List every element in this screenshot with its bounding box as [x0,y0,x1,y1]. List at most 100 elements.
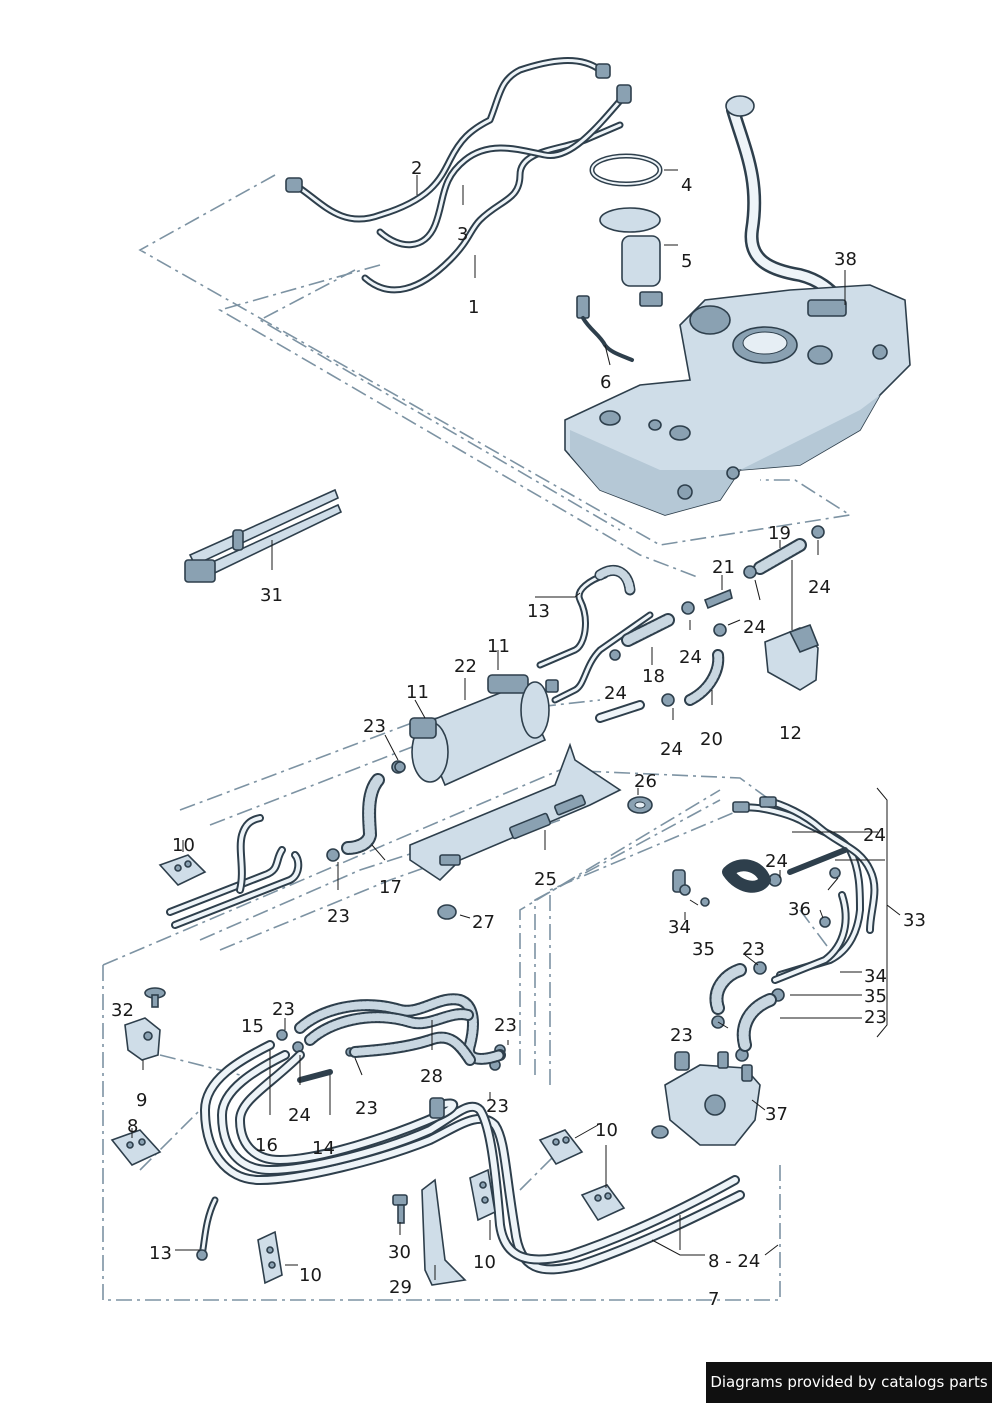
hose-18 [621,613,675,647]
vent-connector-icon [285,177,303,193]
vent-connector-icon [595,63,611,79]
label-30: 30 [388,1242,411,1263]
label-20: 20 [700,729,723,750]
label-7: 7 [708,1289,719,1310]
line-clip-10-lower [257,1129,626,1285]
label-17: 17 [379,877,402,898]
label-24-c: 24 [743,617,766,638]
label-24-a: 24 [604,683,627,704]
label-37: 37 [765,1104,788,1125]
screw-36 [819,867,841,928]
label-29: 29 [389,1277,412,1298]
label-23-f: 23 [272,999,295,1020]
label-23-b: 23 [327,906,350,927]
vent-connector-icon [616,84,632,104]
label-5: 5 [681,251,692,272]
label-10-c: 10 [473,1252,496,1273]
label-6: 6 [600,372,611,393]
label-24-b: 24 [679,647,702,668]
label-13-bottom: 13 [149,1243,172,1264]
label-11-left: 11 [406,682,429,703]
heat-shield [409,742,622,882]
label-23-e: 23 [670,1025,693,1046]
bolt-32 [144,987,166,1008]
label-15: 15 [241,1016,264,1037]
label-24-d: 24 [808,577,831,598]
label-8: 8 [127,1116,138,1137]
label-23-g: 23 [494,1015,517,1036]
hose-17 [341,773,385,855]
label-35-b: 35 [864,986,887,1007]
label-26: 26 [634,771,657,792]
label-28: 28 [420,1066,443,1087]
high-pressure-pump [651,1051,761,1146]
hose-20 [684,649,725,706]
bracket-9 [124,1017,161,1061]
hose-set-28 [294,993,506,1066]
label-2: 2 [411,158,422,179]
label-13-top: 13 [527,601,550,622]
assembly-boundary-lines [102,174,853,1301]
label-10-d: 10 [299,1265,322,1286]
nut-27 [437,904,457,920]
bracket-29 [421,1178,467,1286]
label-31: 31 [260,585,283,606]
sender-34 [672,869,691,896]
label-23-c: 23 [742,939,765,960]
attribution-footer: Diagrams provided by catalogs parts [706,1362,992,1403]
fuel-tank [564,95,911,516]
label-25: 25 [534,869,557,890]
engine-lines-33 [732,796,879,984]
hose-24-right [722,859,771,893]
label-23-d: 23 [864,1007,887,1028]
filter-line-13 [536,565,654,704]
label-18: 18 [642,666,665,687]
label-32: 32 [111,1000,134,1021]
label-38: 38 [834,249,857,270]
label-33: 33 [903,910,926,931]
label-35-a: 35 [692,939,715,960]
part-labels: 1 2 3 4 5 6 38 31 13 11 22 11 23 18 24 2… [111,158,926,1310]
line-clip-10 [158,854,207,886]
hose-24-short [595,700,645,723]
label-24-g: 24 [765,851,788,872]
label-19: 19 [768,523,791,544]
label-9: 9 [136,1090,147,1111]
label-22: 22 [454,656,477,677]
label-10-b: 10 [595,1120,618,1141]
vent-line-3 [376,91,629,249]
grommet-26 [627,796,653,814]
hoses-23-right [709,963,777,1052]
label-3: 3 [457,224,468,245]
label-24-h: 24 [288,1105,311,1126]
wiring-harness-6 [576,295,634,362]
label-24-f: 24 [863,825,886,846]
fuel-lines-lower [196,1040,745,1275]
fuel-sender-unit [599,207,663,307]
label-4: 4 [681,175,692,196]
label-11-right: 11 [487,636,510,657]
damper-12 [764,623,820,691]
label-27: 27 [472,912,495,933]
locking-ring [589,153,663,187]
label-34-a: 34 [668,917,691,938]
cable-tie [184,488,343,583]
label-1: 1 [468,297,479,318]
label-8-24: 8 - 24 [708,1251,760,1272]
label-21: 21 [712,557,735,578]
label-12: 12 [779,723,802,744]
fuel-lines-mid [166,814,303,929]
label-14: 14 [312,1138,335,1159]
hose-19 [753,538,807,575]
label-36: 36 [788,899,811,920]
bolt-30 [392,1194,408,1224]
leader-lines [131,169,885,1280]
label-16: 16 [255,1135,278,1156]
label-24-e: 24 [660,739,683,760]
vent-line-2 [291,57,604,223]
label-23-h: 23 [355,1098,378,1119]
fuel-filter [391,674,559,787]
label-34-b: 34 [864,966,887,987]
label-23-filter: 23 [363,716,386,737]
